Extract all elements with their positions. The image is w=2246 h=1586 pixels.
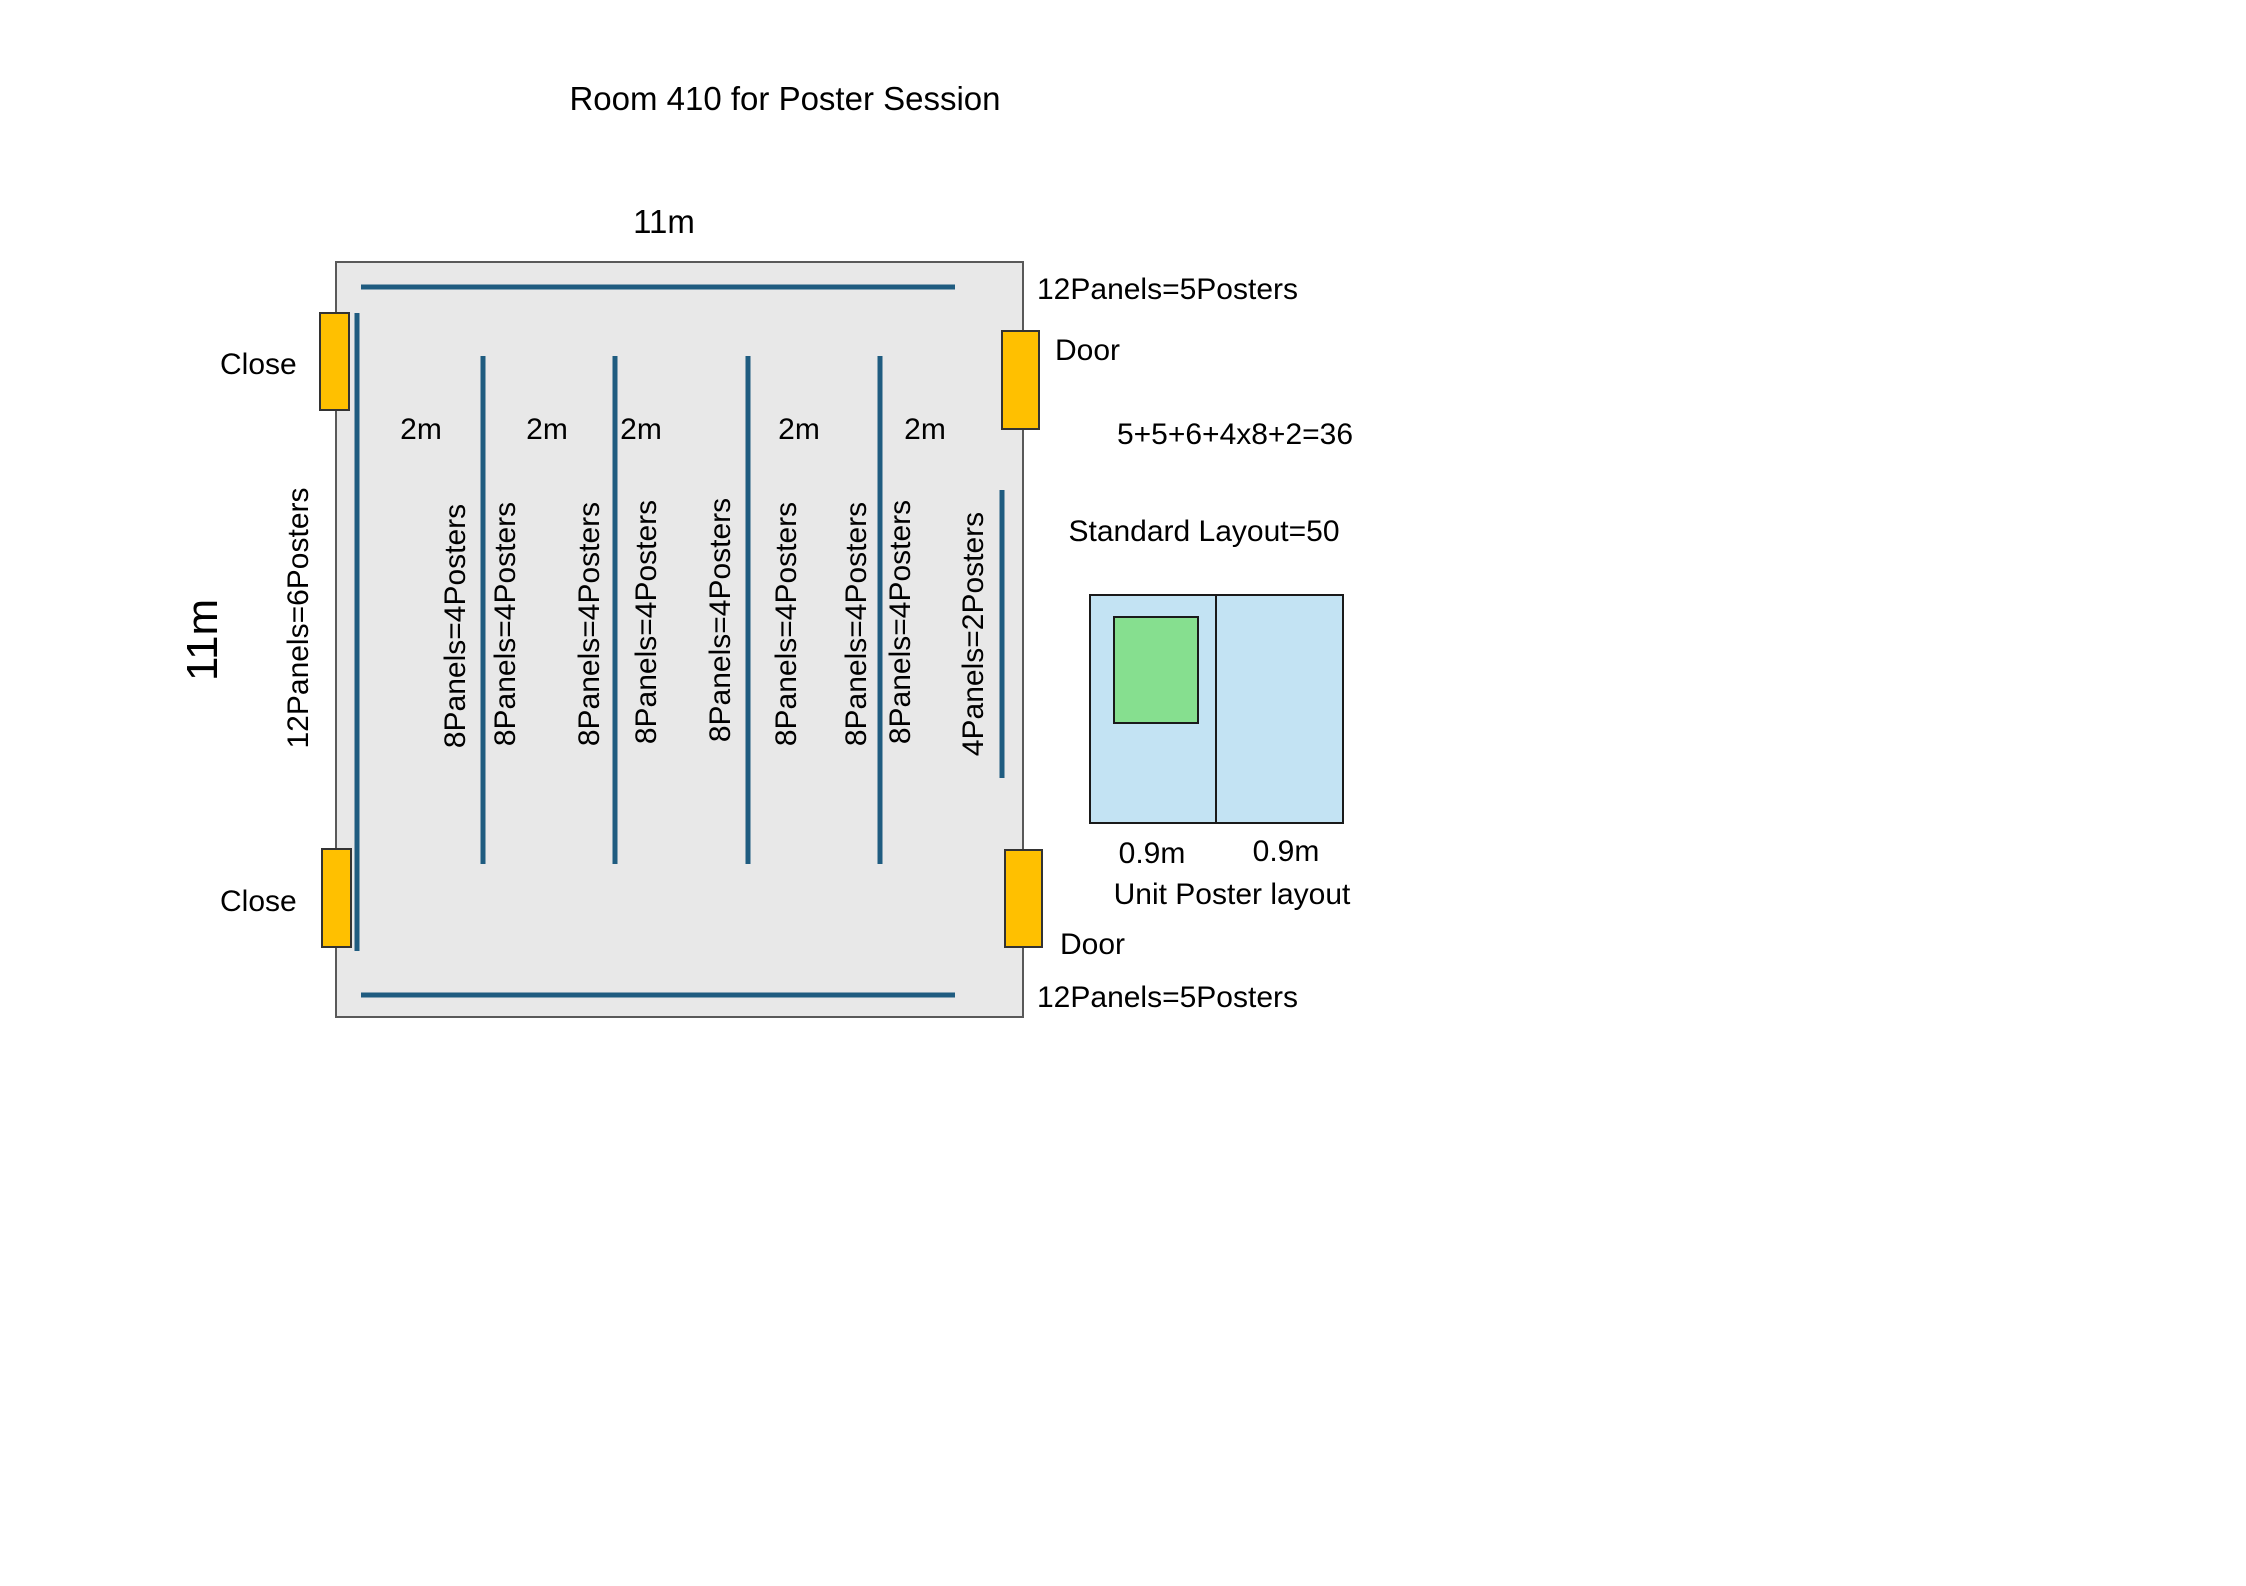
unit-width-left: 0.9m [1119,837,1186,870]
total-formula: 5+5+6+4x8+2=36 [1117,418,1353,451]
left-wall-label: 12Panels=6Posters [282,487,315,748]
bottom-wall-label: 12Panels=5Posters [1037,981,1298,1014]
unit-width-right: 0.9m [1253,835,1320,868]
row-label: 8Panels=4Posters [884,500,917,744]
unit-poster [1113,616,1199,724]
diagram-title: Room 410 for Poster Session [569,80,1000,117]
row-label: 4Panels=2Posters [957,512,990,756]
door-close-bottom [321,848,352,948]
door-bottom-right [1004,849,1043,948]
room-width-label: 11m [633,203,695,240]
spacing-label: 2m [400,413,442,446]
row-label: 8Panels=4Posters [573,502,606,746]
door-label-top-right: Door [1055,334,1120,367]
spacing-label: 2m [526,413,568,446]
row-label: 8Panels=4Posters [630,500,663,744]
room-diagram: Room 410 for Poster Session 11m 11m Clos… [178,80,1353,1018]
row-label: 8Panels=4Posters [840,502,873,746]
row-label: 8Panels=4Posters [439,504,472,748]
door-label-close-top: Close [220,348,297,381]
room-height-label: 11m [178,599,227,681]
top-wall-label: 12Panels=5Posters [1037,273,1298,306]
row-label: 8Panels=4Posters [770,502,803,746]
unit-caption: Unit Poster layout [1114,878,1351,911]
standard-layout-label: Standard Layout=50 [1068,515,1339,548]
spacing-label: 2m [620,413,662,446]
door-label-close-bottom: Close [220,885,297,918]
room-floor [335,261,1024,1018]
door-close-top [319,312,350,411]
spacing-label: 2m [904,413,946,446]
door-top-right [1001,330,1040,430]
row-label: 8Panels=4Posters [704,498,737,742]
door-label-bottom-right: Door [1060,928,1125,961]
row-label: 8Panels=4Posters [489,502,522,746]
spacing-label: 2m [778,413,820,446]
